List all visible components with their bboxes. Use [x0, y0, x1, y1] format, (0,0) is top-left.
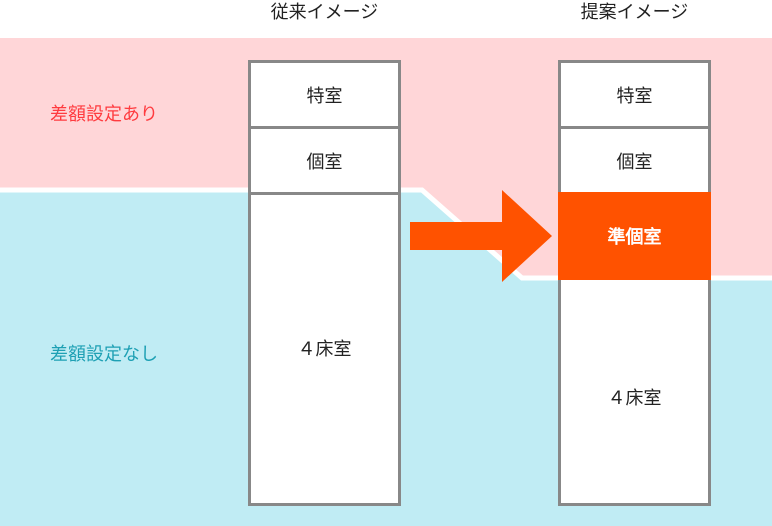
current-room-column: 特室 個室 ４床室	[248, 60, 401, 506]
proposed-four-bed-room-cell: ４床室	[607, 387, 662, 409]
current-private-room-cell: 個室	[251, 129, 398, 195]
right-arrow-icon	[410, 190, 552, 282]
proposed-semi-private-room-cell: 準個室	[558, 192, 711, 280]
proposed-private-room-cell: 個室	[561, 129, 708, 195]
current-special-room-cell: 特室	[251, 63, 398, 129]
proposed-image-title: 提案イメージ	[580, 2, 689, 23]
current-image-title: 従来イメージ	[270, 2, 379, 23]
proposed-room-column: 特室 個室 準個室 ４床室	[558, 60, 711, 506]
no-surcharge-zone-label: 差額設定なし	[50, 344, 158, 365]
proposed-special-room-cell: 特室	[561, 63, 708, 129]
current-four-bed-room-cell: ４床室	[297, 339, 352, 360]
surcharge-zone-label: 差額設定あり	[50, 104, 158, 125]
